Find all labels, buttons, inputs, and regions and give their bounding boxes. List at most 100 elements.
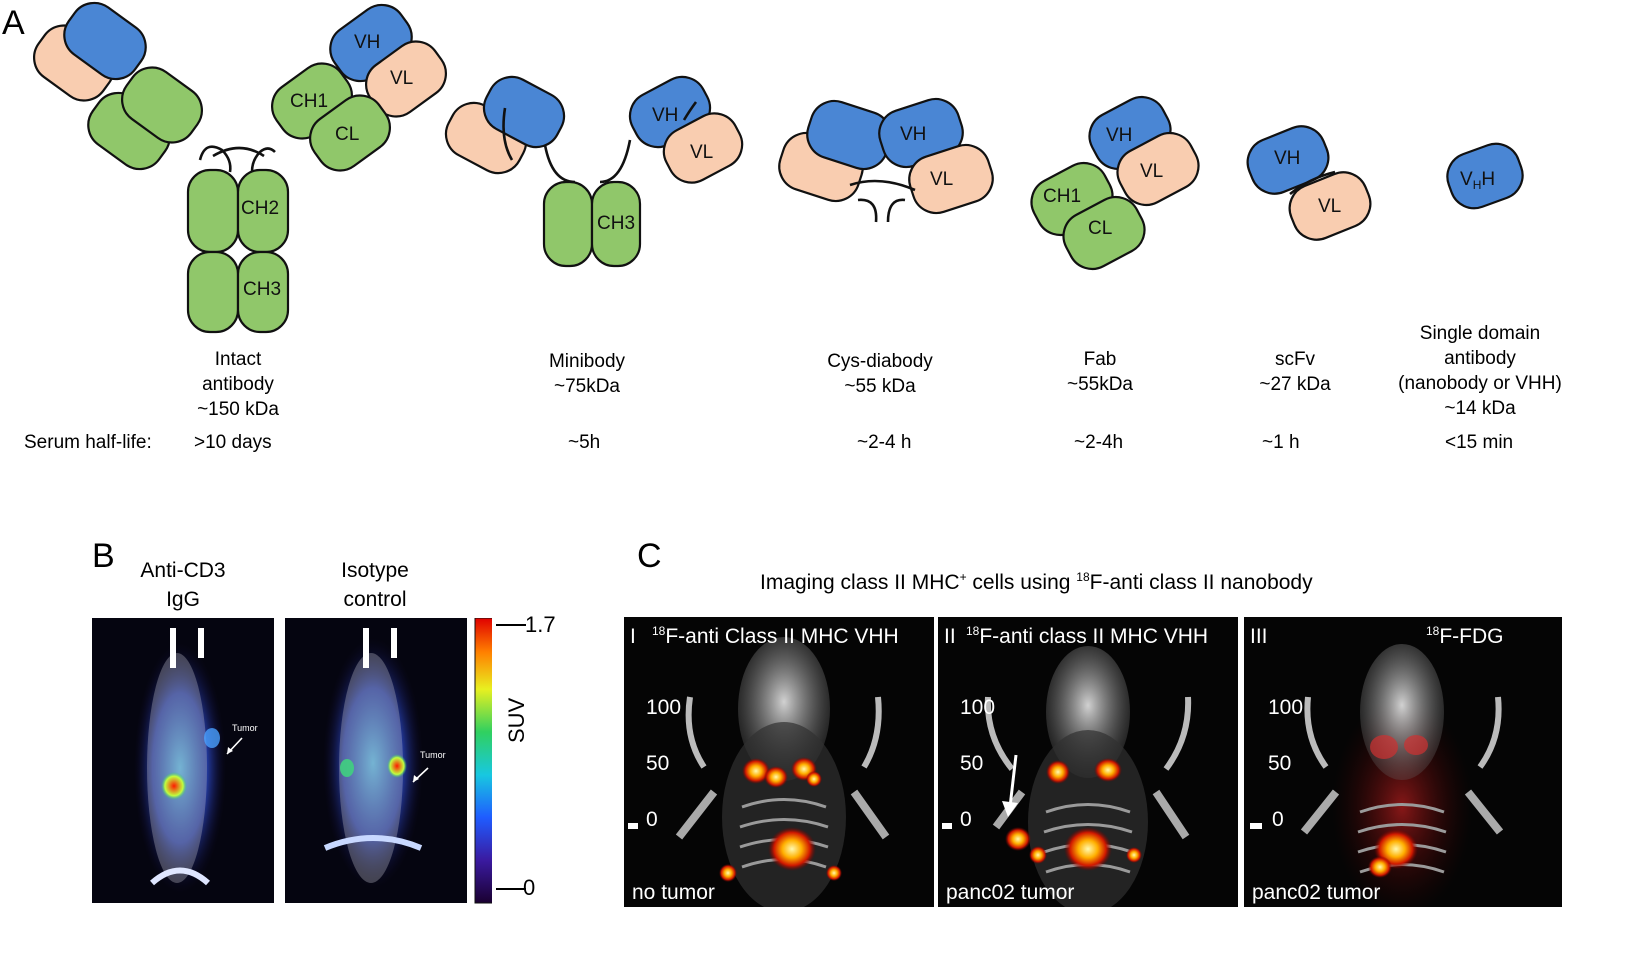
- image-ii-caption: panc02 tumor: [946, 881, 1074, 904]
- diabody-cys-left: [857, 198, 878, 223]
- pet-image-i: I 18F-anti Class II MHC VHH 100 50 0 no …: [624, 617, 934, 907]
- scfv-vh-label: VH: [1274, 148, 1300, 169]
- fab-cl-label: CL: [1088, 218, 1112, 239]
- colorbar-max-label: 1.7: [525, 612, 556, 637]
- image-i-caption: no tumor: [632, 881, 715, 904]
- colorbar-tick-max: [496, 624, 526, 626]
- image-i-scale-marker: [628, 823, 638, 829]
- image-iii-tracer: 18F-FDG: [1426, 624, 1504, 648]
- fab-vl: [1116, 131, 1200, 207]
- suv-colorbar: [474, 618, 492, 904]
- minibody-hinge-left: [543, 144, 576, 184]
- format-label-cys-diabody: Cys-diabody~55 kDa: [827, 351, 933, 397]
- half-life-minibody: ~5h: [568, 432, 601, 453]
- cys-diabody-diagram: VH VL: [778, 97, 994, 223]
- half-life-single-domain: <15 min: [1445, 432, 1514, 453]
- minibody-left-ch3: [542, 180, 594, 268]
- fc-left-ch2: [186, 168, 240, 254]
- image-iii-caption: panc02 tumor: [1252, 881, 1380, 904]
- image-i-scale-0: 0: [646, 808, 658, 831]
- fab-vl-label: VL: [1140, 161, 1163, 182]
- panel-b-letter: B: [92, 537, 115, 575]
- intact-ch3-label: CH3: [243, 279, 281, 300]
- fab-vh-label: VH: [1106, 125, 1132, 146]
- fc-right-ch3: [236, 250, 290, 334]
- intact-vl-label: VL: [390, 68, 413, 89]
- image-iii-scale-50: 50: [1268, 752, 1291, 775]
- image-iii-roman: III: [1250, 625, 1268, 648]
- image-ii-roman: II: [944, 625, 956, 648]
- left-ch1-domain: [121, 66, 203, 144]
- pet-image-ii: II 18F-anti class II MHC VHH 100 50 0 pa…: [938, 617, 1238, 907]
- image-ii-scale-marker: [942, 823, 952, 829]
- panel-c-letter: C: [637, 537, 662, 575]
- scfv-vl: [1288, 171, 1372, 241]
- fab-diagram: VH VL CH1 CL: [1030, 95, 1200, 271]
- antibody-formats-diagram: .vh { fill:#4a86d4; stroke:#111; stroke-…: [33, 1, 1524, 334]
- right-cl-domain: [309, 94, 391, 172]
- colorbar-axis-label: SUV: [504, 697, 529, 743]
- scfv-vh: [1246, 125, 1330, 195]
- half-life-cys-diabody: ~2-4 h: [857, 432, 912, 453]
- minibody-right-linker: [682, 101, 698, 121]
- panel-a-letter: A: [2, 4, 25, 42]
- image-i-scale-50: 50: [646, 752, 669, 775]
- intact-antibody-diagram: VH VL CH1 CL CH2 CH3: [33, 1, 447, 334]
- image-i-scale-100: 100: [646, 696, 681, 719]
- panel-c-title: Imaging class II MHC+ cells using 18F-an…: [760, 570, 1313, 594]
- colorbar-min-label: 0: [523, 875, 536, 900]
- image-ii-tracer: 18F-anti class II MHC VHH: [966, 624, 1208, 648]
- pet-image-isotype: Tumor: [285, 618, 467, 903]
- minibody-right-ch3: [590, 180, 642, 268]
- image-ii-scale-0: 0: [960, 808, 972, 831]
- diabody-right-vl: [908, 143, 994, 215]
- image-i-tracer: 18F-anti Class II MHC VHH: [652, 624, 899, 648]
- half-life-intact: >10 days: [194, 432, 272, 453]
- format-label-fab: Fab~55kDa: [1066, 349, 1134, 395]
- fc-left-ch3: [186, 250, 240, 334]
- vhh-domain: [1446, 142, 1524, 210]
- colorbar-tick-min: [496, 888, 526, 890]
- hinge-disulfide: [212, 146, 265, 158]
- fab-cl: [1062, 195, 1146, 271]
- minibody-hinge-right: [599, 139, 632, 184]
- intact-ch2-label: CH2: [241, 198, 279, 219]
- image-ii-scale-50: 50: [960, 752, 983, 775]
- diabody-vl-label: VL: [930, 169, 953, 190]
- panel-c-pet-images: I 18F-anti Class II MHC VHH 100 50 0 no …: [624, 617, 1562, 907]
- pet-image-iii: III 18F-FDG 100 50 0 panc02 tumor: [1244, 617, 1562, 907]
- tumor-label-1: Tumor: [232, 723, 258, 733]
- intact-vh-label: VH: [354, 32, 380, 53]
- image-iii-scale-marker: [1250, 823, 1262, 829]
- tumor-label-2: Tumor: [420, 750, 446, 760]
- minibody-diagram: VH VL CH3: [444, 75, 744, 268]
- intact-ch1-label: CH1: [290, 91, 328, 112]
- scfv-vl-label: VL: [1318, 196, 1341, 217]
- minibody-vl-label: VL: [690, 142, 713, 163]
- minibody-ch3-label: CH3: [597, 213, 635, 234]
- fab-ch1-label: CH1: [1043, 186, 1081, 207]
- diabody-cys-right: [886, 198, 906, 223]
- pet-image-anti-cd3: Tumor: [92, 618, 274, 903]
- panel-b-pet-images: Tumor Tumor: [92, 618, 492, 904]
- minibody-left-linker: [502, 107, 514, 161]
- format-label-scfv: scFv~27 kDa: [1259, 349, 1331, 395]
- half-life-scfv: ~1 h: [1262, 432, 1300, 453]
- hinge-right: [250, 147, 276, 173]
- image-iii-scale-100: 100: [1268, 696, 1303, 719]
- minibody-right-vl: [662, 112, 744, 184]
- image-ii-scale-100: 100: [960, 696, 995, 719]
- half-life-fab: ~2-4h: [1074, 432, 1124, 453]
- image-iii-scale-0: 0: [1272, 808, 1284, 831]
- single-domain-diagram: VHH: [1446, 142, 1524, 210]
- tumor-arrow-ii: [1008, 754, 1018, 808]
- vhh-label: VHH: [1460, 169, 1495, 192]
- intact-cl-label: CL: [335, 124, 359, 145]
- left-vh-domain: [63, 1, 147, 81]
- diabody-vh-label: VH: [900, 124, 926, 145]
- serum-half-life-label: Serum half-life:: [24, 432, 152, 453]
